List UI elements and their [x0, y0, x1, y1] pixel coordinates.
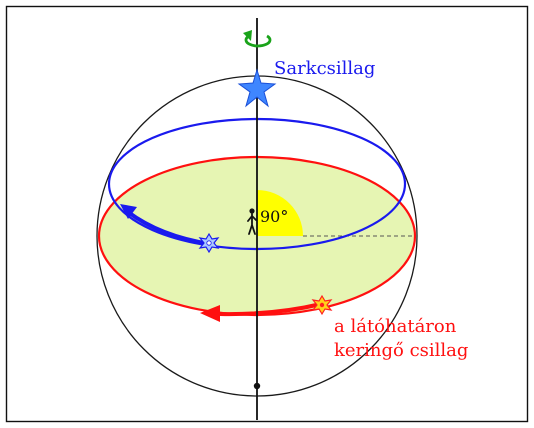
pole-circle-arrowhead	[120, 204, 137, 219]
pole-circle-star-icon	[198, 232, 220, 254]
observer-person-icon	[247, 208, 257, 235]
pole-star-icon	[237, 68, 277, 108]
horizon-arrowhead	[200, 305, 220, 322]
angle-label: 90°	[260, 207, 288, 226]
curved-rotation-arrow-icon	[243, 30, 272, 48]
pole-star-label: Sarkcsillag	[274, 58, 375, 79]
axis-bottom-point	[253, 382, 261, 390]
horizon-star-label-line2: keringő csillag	[334, 340, 468, 361]
horizon-motion-arrow	[218, 302, 323, 317]
pole-circle-motion-arrow	[126, 210, 212, 246]
horizon-star-label-line1: a látóhatáron	[334, 316, 457, 337]
horizon-star-icon	[311, 294, 333, 316]
angle-sector	[257, 190, 303, 236]
